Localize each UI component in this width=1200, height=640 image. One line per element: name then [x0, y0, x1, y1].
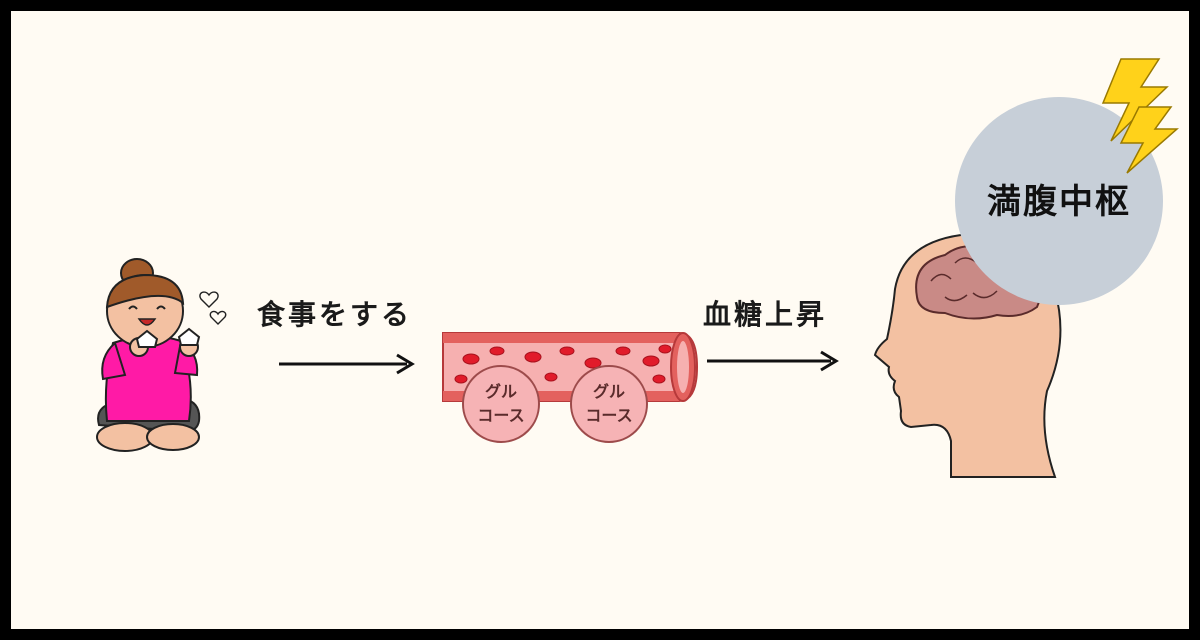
lightning-icon [1101, 58, 1179, 174]
heart-icon [199, 291, 219, 308]
step-label-blood-sugar: 血糖上昇 [703, 298, 828, 331]
woman-eating-illustration [96, 258, 227, 452]
svg-text:グル: グル [485, 382, 517, 401]
blood-cell [489, 346, 505, 356]
satiety-center-label: 満腹中枢 [987, 182, 1131, 222]
blood-cell [584, 357, 602, 369]
svg-text:コース: コース [477, 406, 524, 425]
blood-cell [544, 372, 558, 382]
glucose-molecule: グル コース [462, 365, 540, 443]
arrow-right-icon [707, 350, 839, 372]
blood-cell [652, 374, 666, 384]
svg-text:グル: グル [593, 382, 625, 401]
blood-cell [454, 374, 468, 384]
heart-icon [209, 310, 227, 325]
blood-vessel-illustration: グル コース グル コース [442, 332, 699, 443]
blood-cell [642, 355, 660, 367]
blood-cell [559, 346, 575, 356]
blood-cell [524, 351, 542, 363]
glucose-molecule: グル コース [570, 365, 648, 443]
blood-cell [658, 344, 672, 354]
blood-cell [615, 346, 631, 356]
blood-cell [462, 353, 480, 365]
step-label-eating: 食事をする [257, 298, 413, 331]
svg-text:コース: コース [585, 406, 632, 425]
satiety-center-circle [955, 97, 1163, 305]
arrow-right-icon [279, 353, 415, 375]
head-profile-illustration: 満腹中枢 [873, 58, 1179, 478]
